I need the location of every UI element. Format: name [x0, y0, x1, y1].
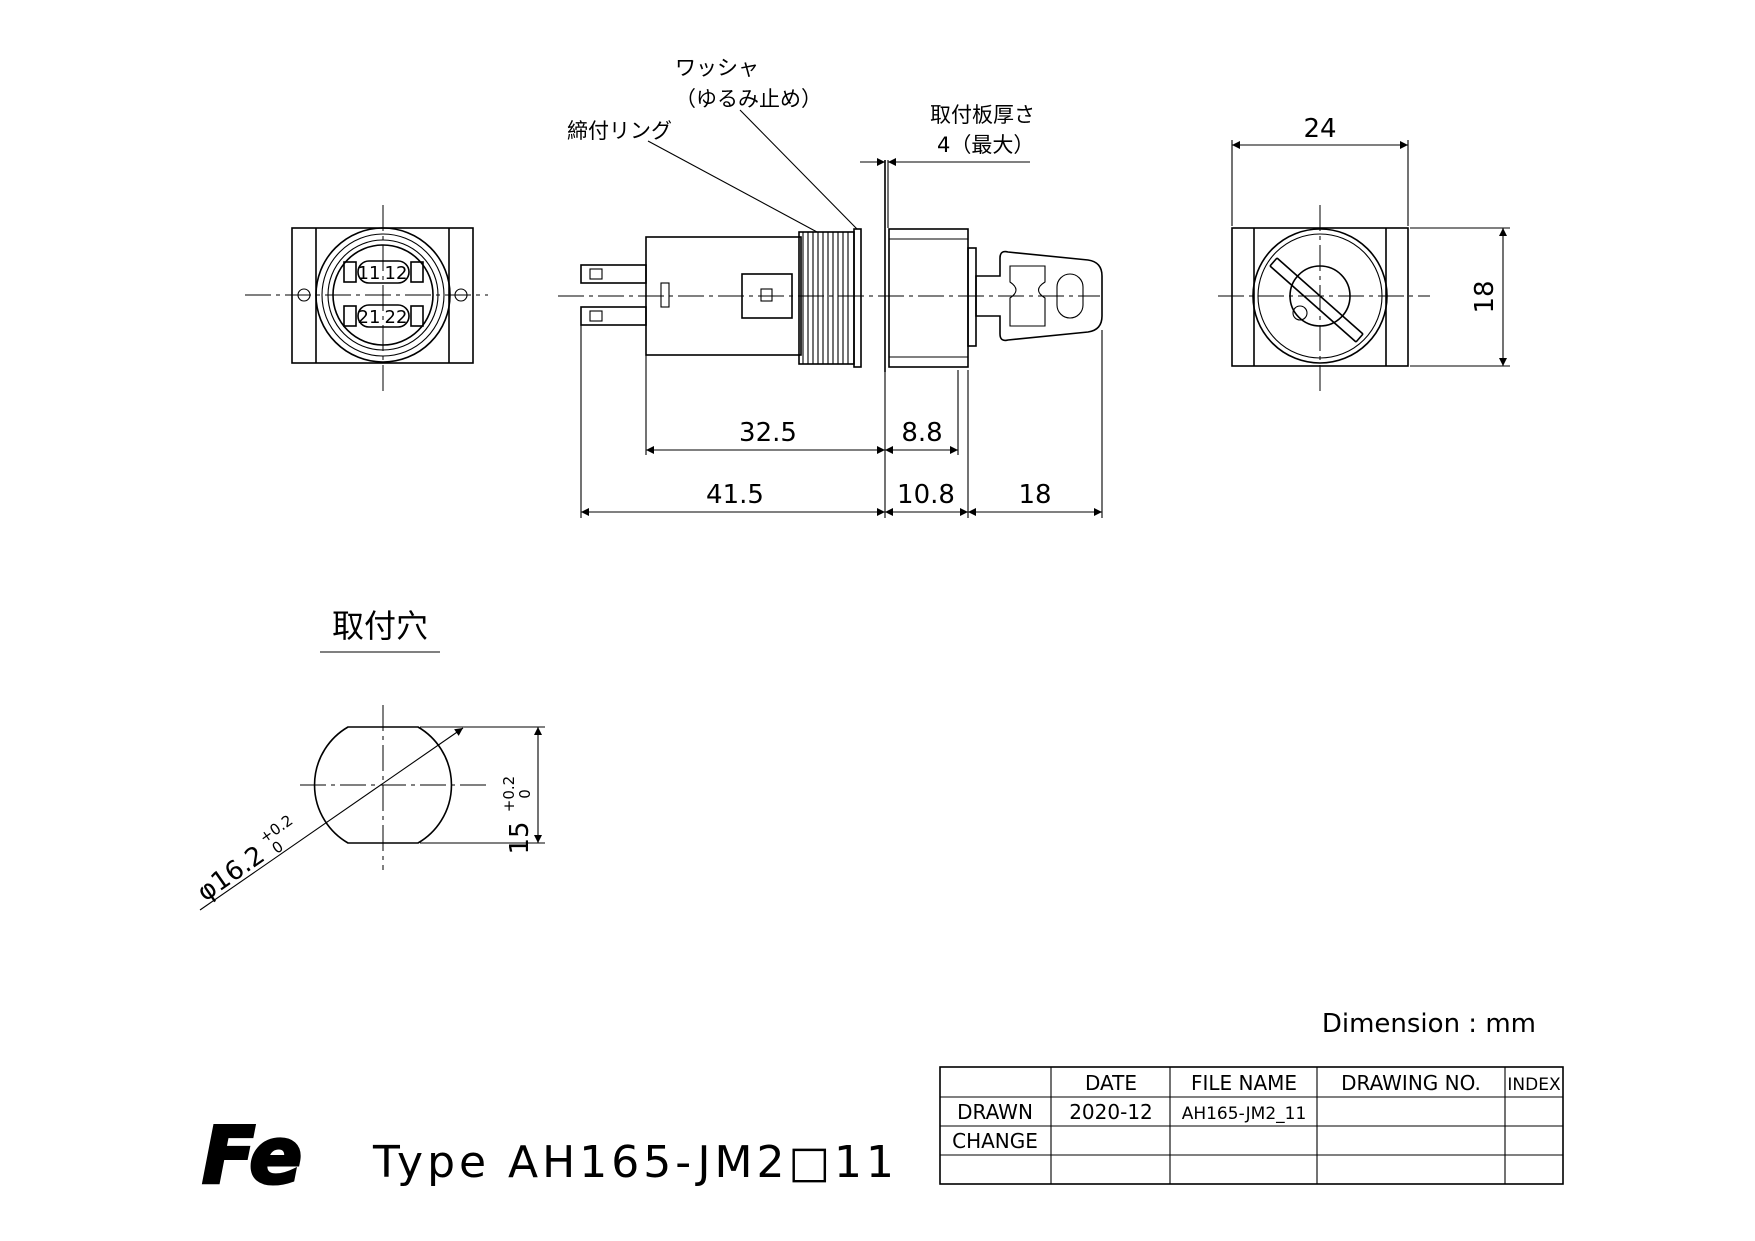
rear-view: 11 12 21 22 [245, 205, 488, 395]
dim-hole-flat: 15 [505, 821, 535, 854]
row-change-label: CHANGE [952, 1129, 1038, 1153]
dim-hole-flat-tol-minus: 0 [516, 789, 534, 799]
dim-41-5: 41.5 [706, 480, 764, 510]
header-date: DATE [1085, 1071, 1137, 1095]
dimension-unit: Dimension : mm [1322, 1009, 1536, 1039]
header-drawing-no: DRAWING NO. [1341, 1071, 1481, 1095]
logo-mark: Fe [202, 1112, 302, 1202]
label-tightening-ring: 締付リング [567, 119, 672, 143]
header-index: INDEX [1507, 1075, 1561, 1095]
label-washer-note: （ゆるみ止め） [675, 87, 822, 111]
dim-18-key: 18 [1018, 480, 1051, 510]
row-drawn-label: DRAWN [957, 1100, 1033, 1124]
header-file-name: FILE NAME [1191, 1071, 1297, 1095]
row-drawn-file: AH165-JM2_11 [1182, 1104, 1307, 1124]
front-dimensions: 24 18 [1231, 114, 1510, 367]
dim-24: 24 [1303, 114, 1336, 144]
dim-hole-dia: φ16.2 [192, 840, 271, 908]
label-panel-thickness-value: 4（最大） [937, 133, 1034, 157]
terminal-22: 22 [385, 307, 408, 328]
terminal-12: 12 [385, 263, 408, 284]
type-label: Type AH165-JM2□11 [372, 1137, 898, 1188]
terminal-11: 11 [358, 263, 381, 284]
label-panel-thickness: 取付板厚さ [930, 103, 1035, 127]
mounting-hole: 取付穴 15 +0.2 0 φ16.2 +0.2 0 [192, 607, 545, 911]
dim-hole-dia-tol-minus: 0 [269, 837, 287, 857]
side-view [558, 160, 1103, 372]
row-drawn-date: 2020-12 [1069, 1100, 1153, 1124]
front-view [1218, 205, 1430, 395]
dim-18-height: 18 [1470, 280, 1500, 313]
dim-10-8: 10.8 [897, 480, 955, 510]
label-washer: ワッシャ [675, 56, 759, 80]
fuji-logo: Fe [201, 1111, 304, 1204]
side-dimensions: 32.5 8.8 41.5 10.8 18 ワッシャ （ゆるみ止め） 締付リング… [567, 56, 1103, 518]
dim-8-8: 8.8 [901, 418, 942, 448]
terminal-21: 21 [358, 307, 381, 328]
label-mounting-hole: 取付穴 [332, 607, 428, 645]
title-block: DATE FILE NAME DRAWING NO. INDEX DRAWN 2… [939, 1066, 1564, 1185]
dim-32-5: 32.5 [739, 418, 797, 448]
dim-hole-flat-tol-plus: +0.2 [500, 776, 518, 812]
